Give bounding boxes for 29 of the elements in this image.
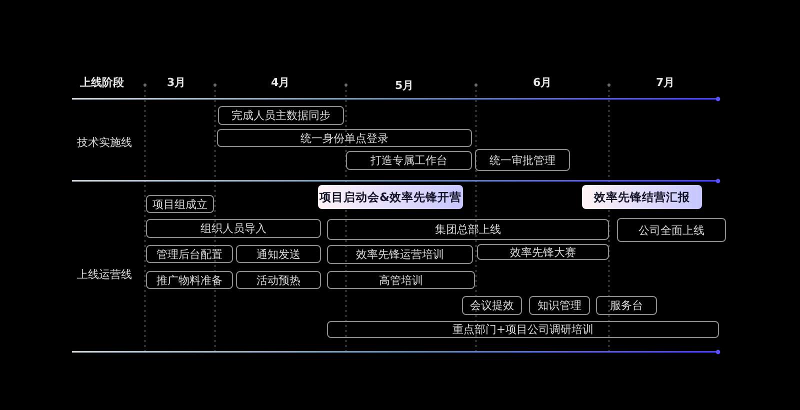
month-label: 7月 <box>656 76 675 90</box>
task-bar: 统一身份单点登录 <box>217 129 472 147</box>
task-bar: 服务台 <box>596 296 657 315</box>
month-label: 4月 <box>271 76 290 90</box>
row-label: 上线运营线 <box>77 268 132 282</box>
task-bar: 打造专属工作台 <box>346 151 472 170</box>
task-bar: 管理后台配置 <box>146 245 233 263</box>
task-bar: 高管培训 <box>327 271 475 289</box>
month-label: 5月 <box>395 79 414 93</box>
column-header: 上线阶段 <box>80 76 124 90</box>
task-bar: 会议提效 <box>462 296 522 315</box>
task-bar: 活动预热 <box>236 271 321 289</box>
task-bar: 效率先锋运营培训 <box>327 245 473 264</box>
task-bar: 公司全面上线 <box>617 218 726 242</box>
milestone-bar: 项目启动会&效率先锋开营 <box>318 185 463 209</box>
task-bar: 统一审批管理 <box>475 149 570 171</box>
task-bar: 知识管理 <box>529 296 590 315</box>
task-bar: 效率先锋大赛 <box>477 244 609 260</box>
task-bar: 项目组成立 <box>146 195 214 213</box>
month-label: 6月 <box>533 76 552 90</box>
task-bar: 通知发送 <box>236 245 321 263</box>
task-bar: 重点部门+项目公司调研培训 <box>327 321 719 338</box>
month-label: 3月 <box>167 76 186 90</box>
task-bar: 完成人员主数据同步 <box>218 106 344 125</box>
task-bar: 组织人员导入 <box>146 219 321 238</box>
milestone-bar: 效率先锋结营汇报 <box>582 185 702 209</box>
row-label: 技术实施线 <box>77 136 132 150</box>
task-bar: 集团总部上线 <box>327 219 609 240</box>
task-bar: 推广物料准备 <box>146 271 233 289</box>
